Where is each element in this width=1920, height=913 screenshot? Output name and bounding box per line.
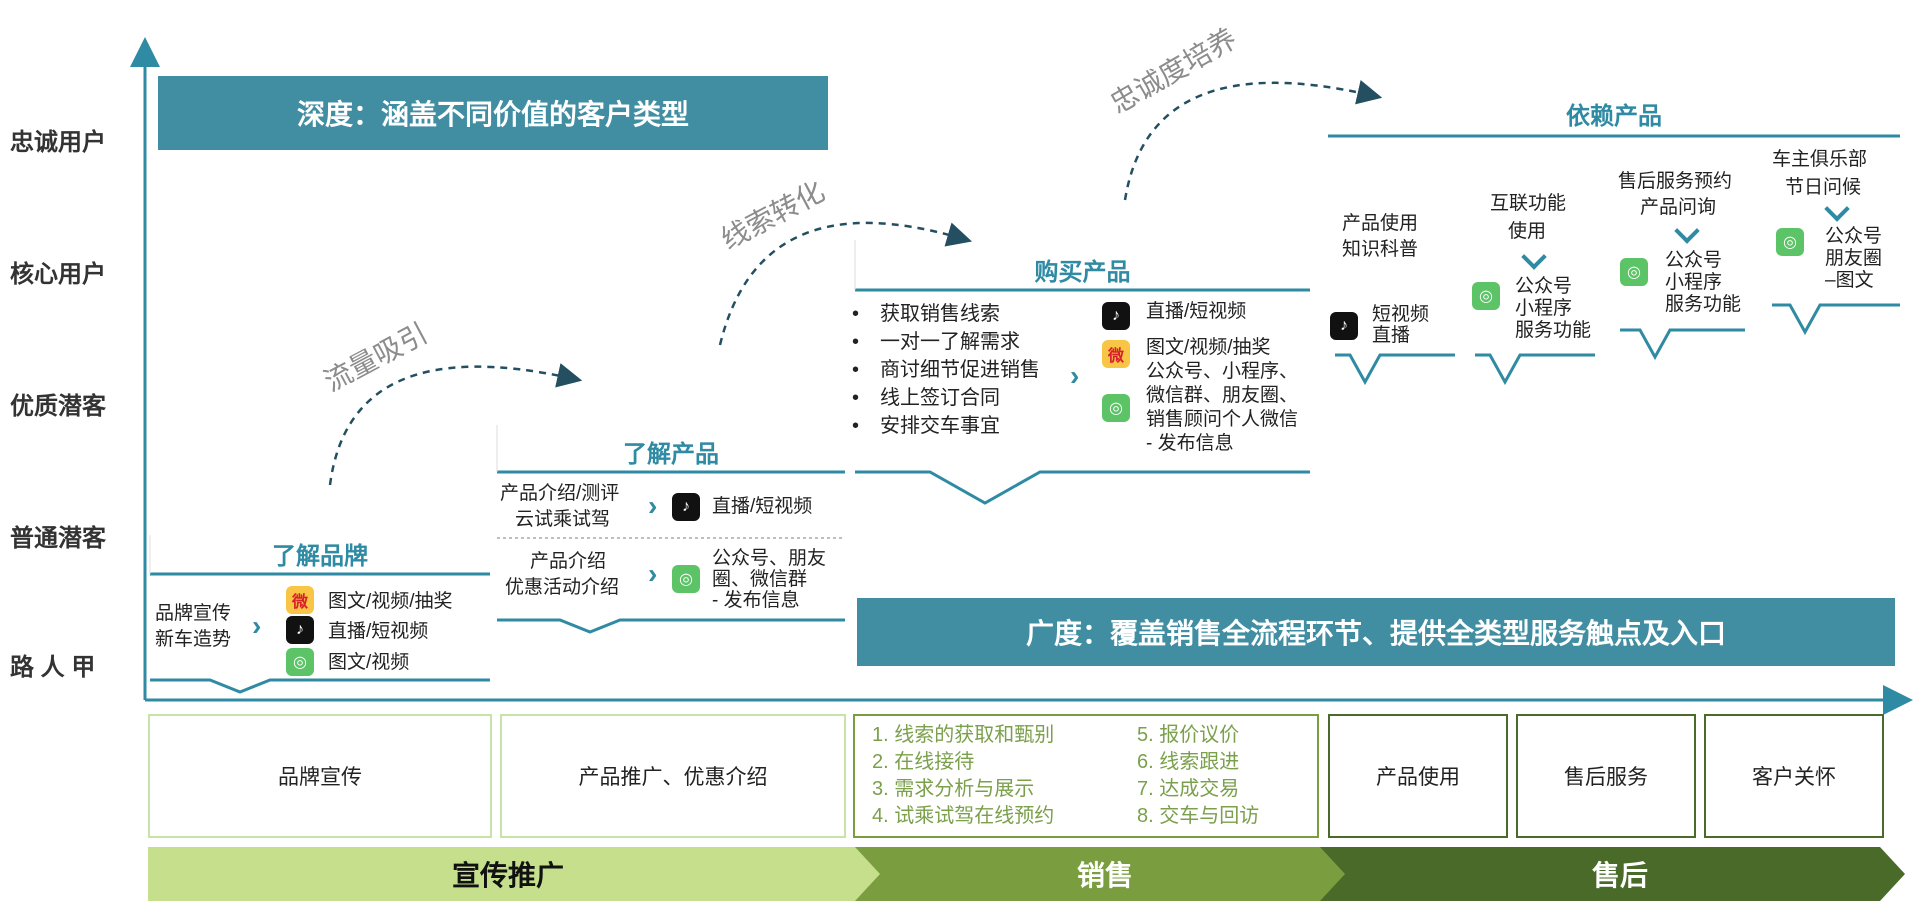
rely-col1-top-2: 知识科普 xyxy=(1342,239,1419,260)
rely-col2-top-2: 使用 xyxy=(1508,221,1547,242)
wechat-icon: ◎ xyxy=(1776,228,1804,256)
wechat-icon: ◎ xyxy=(672,565,700,593)
product-row1-left-2: 云试乘试驾 xyxy=(515,509,611,530)
sales-item-5: 5. 报价议价 xyxy=(1137,724,1240,746)
arc-lead xyxy=(718,221,973,346)
weibo-icon: 微 xyxy=(1102,340,1130,368)
rely-col2-bottom-2: 小程序 xyxy=(1515,298,1573,319)
product-row1-left-1: 产品介绍/测评 xyxy=(500,483,620,504)
func-product-use: 产品使用 xyxy=(1328,714,1508,838)
sales-item-1: 1. 线索的获取和甄别 xyxy=(872,724,1055,746)
rely-col4-bottom-2: 朋友圈 xyxy=(1825,248,1883,269)
douyin-icon: ♪ xyxy=(1102,302,1130,330)
arc-loyalty xyxy=(1123,80,1383,201)
brand-channel-3: 图文/视频 xyxy=(328,652,410,673)
brand-channel-2: 直播/短视频 xyxy=(328,621,429,642)
buy-item-1: 获取销售线索 xyxy=(880,303,1000,325)
buy-item-4: 线上签订合同 xyxy=(880,387,1000,409)
func-product-promo: 产品推广、优惠介绍 xyxy=(500,714,846,838)
sales-item-6: 6. 线索跟进 xyxy=(1137,751,1240,773)
y-level-core: 核心用户 xyxy=(10,261,106,288)
func-after-service: 售后服务 xyxy=(1516,714,1696,838)
chevron-right-icon: › xyxy=(1070,360,1080,391)
brand-left-2: 新车造势 xyxy=(155,629,232,650)
breadth-banner: 广度：覆盖销售全流程环节、提供全类型服务触点及入口 xyxy=(857,598,1895,666)
chevron-right-icon: › xyxy=(648,490,658,521)
weibo-icon: 微 xyxy=(286,586,314,614)
buy-bullet: • xyxy=(852,387,860,409)
depth-banner: 深度：涵盖不同价值的客户类型 xyxy=(158,76,828,150)
buy-item-2: 一对一了解需求 xyxy=(880,331,1020,353)
rely-col3-bottom-1: 公众号 xyxy=(1665,250,1723,271)
buy-channel-3: 微信群、朋友圈、 xyxy=(1146,385,1299,406)
rely-col2-bottom-3: 服务功能 xyxy=(1515,320,1592,341)
rely-col4-top-1: 车主俱乐部 xyxy=(1772,149,1868,170)
product-row2-left-1: 产品介绍 xyxy=(530,551,607,572)
buy-channel-2: 公众号、小程序、 xyxy=(1146,361,1299,382)
product-row2-left-2: 优惠活动介绍 xyxy=(505,577,620,598)
wechat-icon: ◎ xyxy=(1102,394,1130,422)
arc-traffic xyxy=(328,363,583,486)
buy-channel-4: 销售顾问个人微信 xyxy=(1146,409,1299,430)
rely-col3-top-2: 产品问询 xyxy=(1640,197,1717,218)
rely-col3-top-1: 售后服务预约 xyxy=(1618,171,1733,192)
rely-col2-bottom-1: 公众号 xyxy=(1515,276,1573,297)
wechat-icon: ◎ xyxy=(286,648,314,676)
rely-col1-bottom-2: 直播 xyxy=(1372,325,1411,346)
buy-channel-top: 直播/短视频 xyxy=(1146,301,1247,322)
rely-col3-bottom-2: 小程序 xyxy=(1665,272,1723,293)
buy-bullet: • xyxy=(852,359,860,381)
rely-col4-top-2: 节日问候 xyxy=(1785,177,1862,198)
func-sales-box xyxy=(853,714,1319,838)
y-level-loyal: 忠诚用户 xyxy=(10,129,106,156)
product-row2-channel-1: 公众号、朋友 xyxy=(712,548,827,569)
buy-bullet: • xyxy=(852,331,860,353)
rely-col4-bottom-3: –图文 xyxy=(1825,270,1874,291)
buy-bullet: • xyxy=(852,303,860,325)
chevron-right-icon: › xyxy=(252,610,262,641)
sales-item-2: 2. 在线接待 xyxy=(872,751,975,773)
buy-item-3: 商讨细节促进销售 xyxy=(880,359,1040,381)
sales-item-8: 8. 交车与回访 xyxy=(1137,805,1260,827)
y-level-quality-prospect: 优质潜客 xyxy=(10,393,106,420)
rely-title: 依赖产品 xyxy=(1566,103,1662,130)
stage-sales: 销售 xyxy=(1076,860,1133,891)
douyin-icon: ♪ xyxy=(286,616,314,644)
product-row2-channel-3: - 发布信息 xyxy=(712,590,800,611)
brand-channel-1: 图文/视频/抽奖 xyxy=(328,591,453,612)
douyin-icon: ♪ xyxy=(672,493,700,521)
sales-item-4: 4. 试乘试驾在线预约 xyxy=(872,805,1055,827)
y-level-normal-prospect: 普通潜客 xyxy=(10,525,106,552)
rely-col1-bottom-1: 短视频 xyxy=(1372,304,1430,325)
product-row2-channel-2: 圈、微信群 xyxy=(712,569,808,590)
rely-col2-top-1: 互联功能 xyxy=(1490,193,1567,214)
stage-after-sales: 售后 xyxy=(1591,860,1648,891)
buy-title: 购买产品 xyxy=(1034,259,1131,286)
stage-promotion: 宣传推广 xyxy=(451,860,564,891)
wechat-icon: ◎ xyxy=(1472,282,1500,310)
buy-item-5: 安排交车事宜 xyxy=(880,415,1000,437)
douyin-icon: ♪ xyxy=(1330,312,1358,340)
func-brand-promo: 品牌宣传 xyxy=(148,714,492,838)
buy-channel-5: - 发布信息 xyxy=(1146,433,1234,454)
product-title: 了解产品 xyxy=(623,441,719,468)
sales-item-7: 7. 达成交易 xyxy=(1137,778,1240,800)
rely-col4-bottom-1: 公众号 xyxy=(1825,226,1883,247)
wechat-icon: ◎ xyxy=(1620,258,1648,286)
brand-left-1: 品牌宣传 xyxy=(155,603,232,624)
brand-title: 了解品牌 xyxy=(272,543,368,570)
buy-bullet: • xyxy=(852,415,860,437)
rely-col1-top-1: 产品使用 xyxy=(1342,213,1419,234)
func-customer-care: 客户关怀 xyxy=(1704,714,1884,838)
buy-channel-1: 图文/视频/抽奖 xyxy=(1146,337,1271,358)
chevron-right-icon: › xyxy=(648,558,658,589)
sales-item-3: 3. 需求分析与展示 xyxy=(872,778,1035,800)
y-level-passerby: 路 人 甲 xyxy=(10,654,96,681)
product-row1-channel: 直播/短视频 xyxy=(712,496,813,517)
rely-col3-bottom-3: 服务功能 xyxy=(1665,294,1742,315)
